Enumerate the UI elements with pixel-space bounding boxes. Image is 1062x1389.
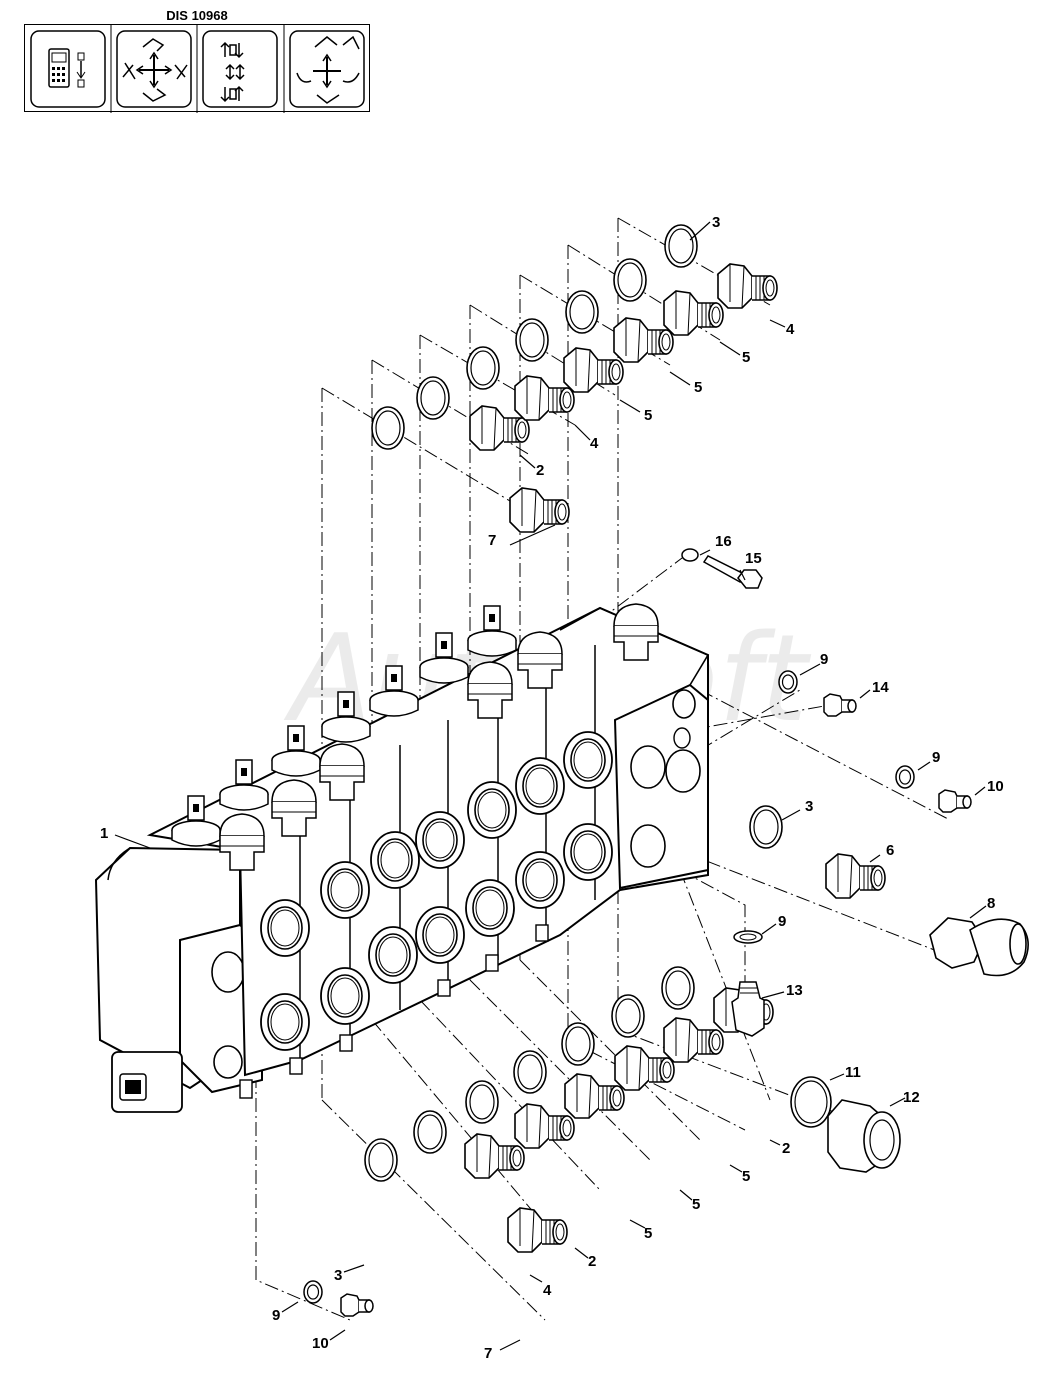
callout-2: 2 (536, 462, 544, 479)
callout-9: 9 (778, 913, 786, 930)
callout-10: 10 (312, 1335, 329, 1352)
callout-15: 15 (745, 550, 762, 567)
lever-direction-icon (202, 30, 278, 108)
callout-9: 9 (820, 651, 828, 668)
callout-5: 5 (692, 1196, 700, 1213)
callout-5: 5 (644, 1225, 652, 1242)
callout-9: 9 (932, 749, 940, 766)
callout-13: 13 (786, 982, 803, 999)
callout-9: 9 (272, 1307, 280, 1324)
control-valve-body (94, 603, 710, 1113)
callout-11: 11 (845, 1064, 861, 1081)
mode-icon-strip-svg (30, 25, 365, 113)
document-code: DIS 10968 (166, 8, 228, 23)
callout-10: 10 (987, 778, 1004, 795)
mode-icon-strip (24, 24, 370, 113)
callout-12: 12 (903, 1089, 920, 1106)
callout-6: 6 (886, 842, 894, 859)
callout-3: 3 (334, 1267, 342, 1284)
document-header: DIS 10968 (24, 8, 370, 113)
callout-7: 7 (488, 532, 496, 549)
callout-5: 5 (644, 407, 652, 424)
callout-5: 5 (694, 379, 702, 396)
callout-leaders (114, 221, 987, 1351)
callout-14: 14 (872, 679, 889, 696)
excavator-sae-pattern-icon (289, 30, 365, 108)
callout-1: 1 (100, 825, 108, 842)
callout-3: 3 (805, 798, 813, 815)
callout-5: 5 (742, 1168, 750, 1185)
callout-4: 4 (590, 435, 599, 452)
callout-3: 3 (712, 214, 720, 231)
callout-2: 2 (588, 1253, 596, 1270)
callout-7: 7 (484, 1345, 492, 1362)
phone-lock-icon (30, 30, 106, 108)
callout-5: 5 (742, 349, 750, 366)
callout-labels: 1 3 4 5 5 5 4 2 7 16 15 9 14 9 10 3 6 8 … (100, 214, 1004, 1362)
excavator-iso-pattern-icon (116, 30, 192, 108)
callout-4: 4 (786, 321, 795, 338)
upper-port-fittings (371, 224, 778, 533)
callout-16: 16 (715, 533, 732, 550)
callout-2: 2 (782, 1140, 790, 1157)
callout-8: 8 (987, 895, 995, 912)
outlet-parts (681, 548, 1029, 1173)
callout-4: 4 (543, 1282, 552, 1299)
